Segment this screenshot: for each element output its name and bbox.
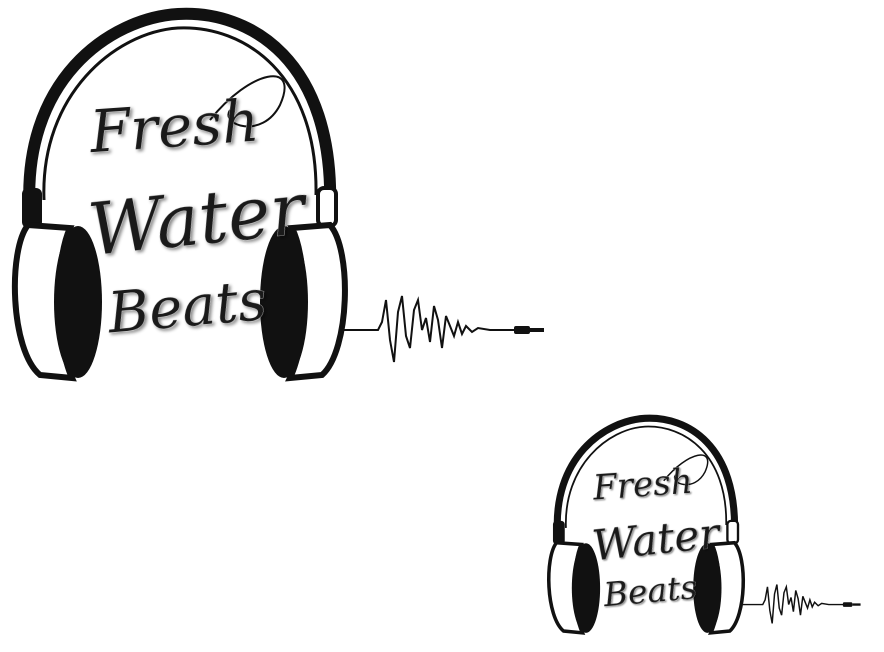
logo-large: Fresh Water Beats	[11, 7, 544, 382]
wordmark-line3: Beats	[601, 567, 699, 614]
wordmark-line1: Fresh	[591, 462, 694, 509]
wordmark-line1: Fresh	[87, 86, 262, 166]
audio-plug-icon	[842, 602, 861, 607]
logo-small: Fresh Water Beats	[547, 414, 861, 635]
wordmark-line3: Beats	[104, 268, 269, 347]
audio-plug-icon	[514, 326, 544, 334]
headphones-icon	[11, 7, 348, 382]
audio-waveform-icon	[344, 295, 516, 363]
headphones-icon	[547, 414, 746, 635]
audio-waveform-icon	[742, 583, 845, 624]
wordmark: Fresh Water Beats	[84, 75, 312, 347]
wordmark-line2: Water	[84, 166, 312, 273]
